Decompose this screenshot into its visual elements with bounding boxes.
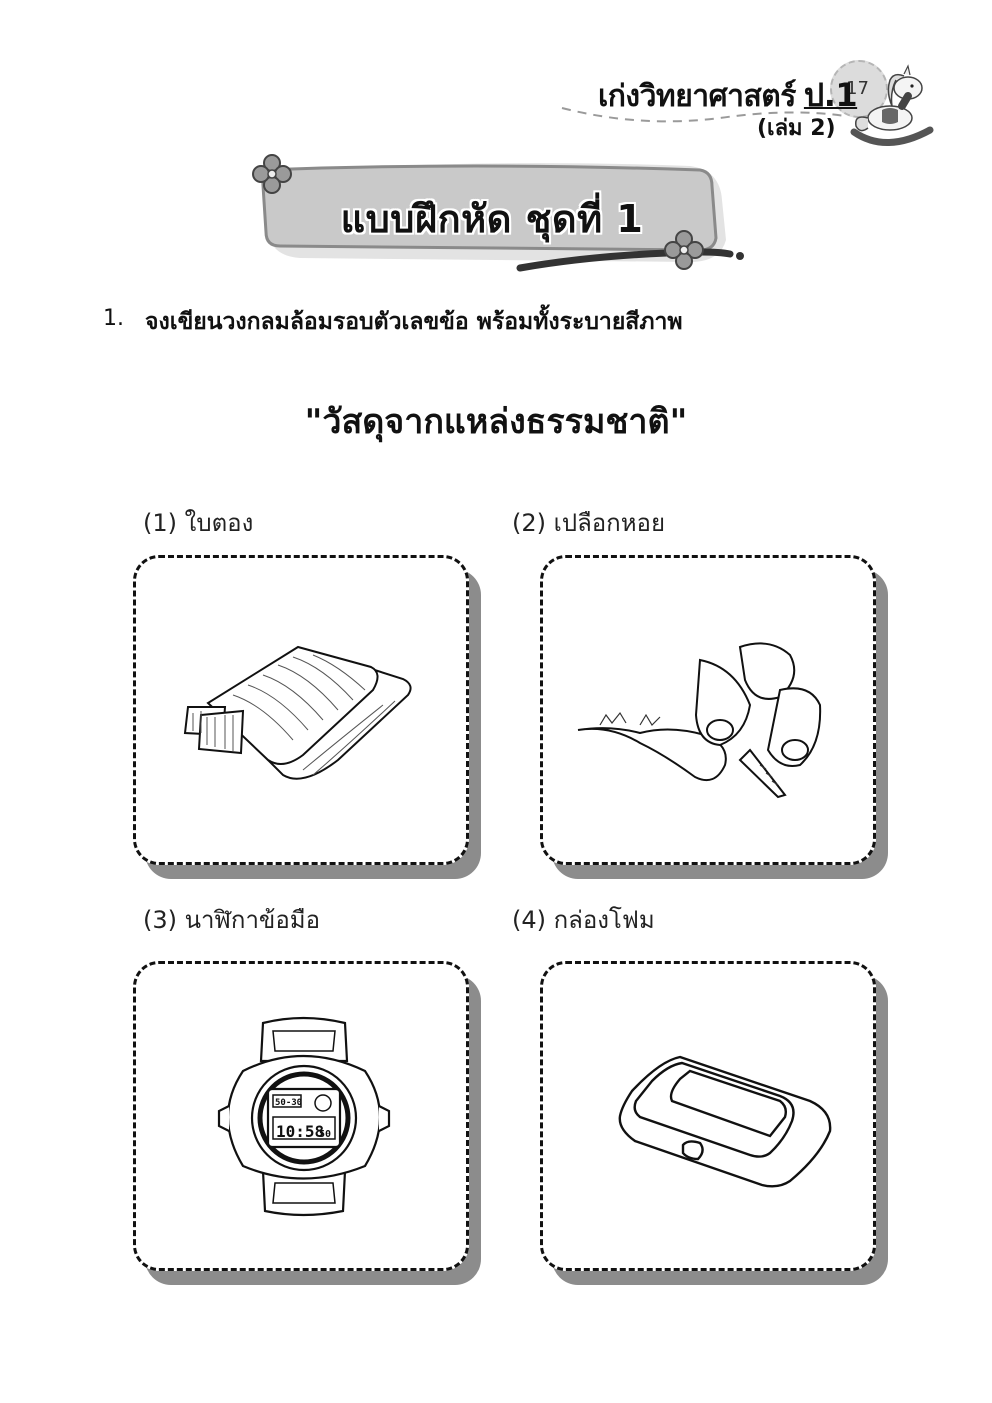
book-volume: (เล่ม 2) <box>757 116 836 141</box>
item-label-1: (1) ใบตอง <box>143 509 254 537</box>
grade-level: ป.1 <box>803 76 858 114</box>
wristwatch-icon: 10:58 50 50-30 <box>217 1016 391 1217</box>
item-label-4: (4) กล่องโฟม <box>512 906 655 934</box>
exercise-title: แบบฝึกหัด ชุดที่ 1 <box>340 197 644 241</box>
foam-box-icon <box>618 1055 832 1188</box>
watch-time: 10:58 <box>276 1122 324 1141</box>
item-label-2: (2) เปลือกหอย <box>512 509 666 537</box>
page-number: 17 <box>846 78 869 99</box>
item-card-1[interactable] <box>133 555 481 879</box>
rocking-horse-icon <box>850 64 934 146</box>
item-card-3[interactable]: 10:58 50 50-30 <box>133 961 481 1285</box>
topic-heading: "วัสดุจากแหล่งธรรมชาติ" <box>304 402 688 442</box>
header-dashed-curve <box>561 107 846 123</box>
question-instruction: จงเขียนวงกลมล้อมรอบตัวเลขข้อ พร้อมทั้งระ… <box>145 309 683 335</box>
flower-icon <box>252 154 292 194</box>
watch-seconds: 50 <box>319 1129 331 1140</box>
item-label-3: (3) นาฬิกาข้อมือ <box>143 906 320 934</box>
book-title: เก่งวิทยาศาสตร์ป.1 <box>598 70 858 121</box>
seashell-icon <box>577 642 822 799</box>
item-card-4[interactable] <box>540 961 888 1285</box>
item-card-2[interactable] <box>540 555 888 879</box>
flower-icon <box>664 230 704 270</box>
banana-leaf-icon <box>183 645 412 780</box>
question-number: 1. <box>103 306 124 331</box>
book-title-text: เก่งวิทยาศาสตร์ <box>598 79 796 114</box>
watch-top-display: 50-30 <box>275 1098 302 1108</box>
